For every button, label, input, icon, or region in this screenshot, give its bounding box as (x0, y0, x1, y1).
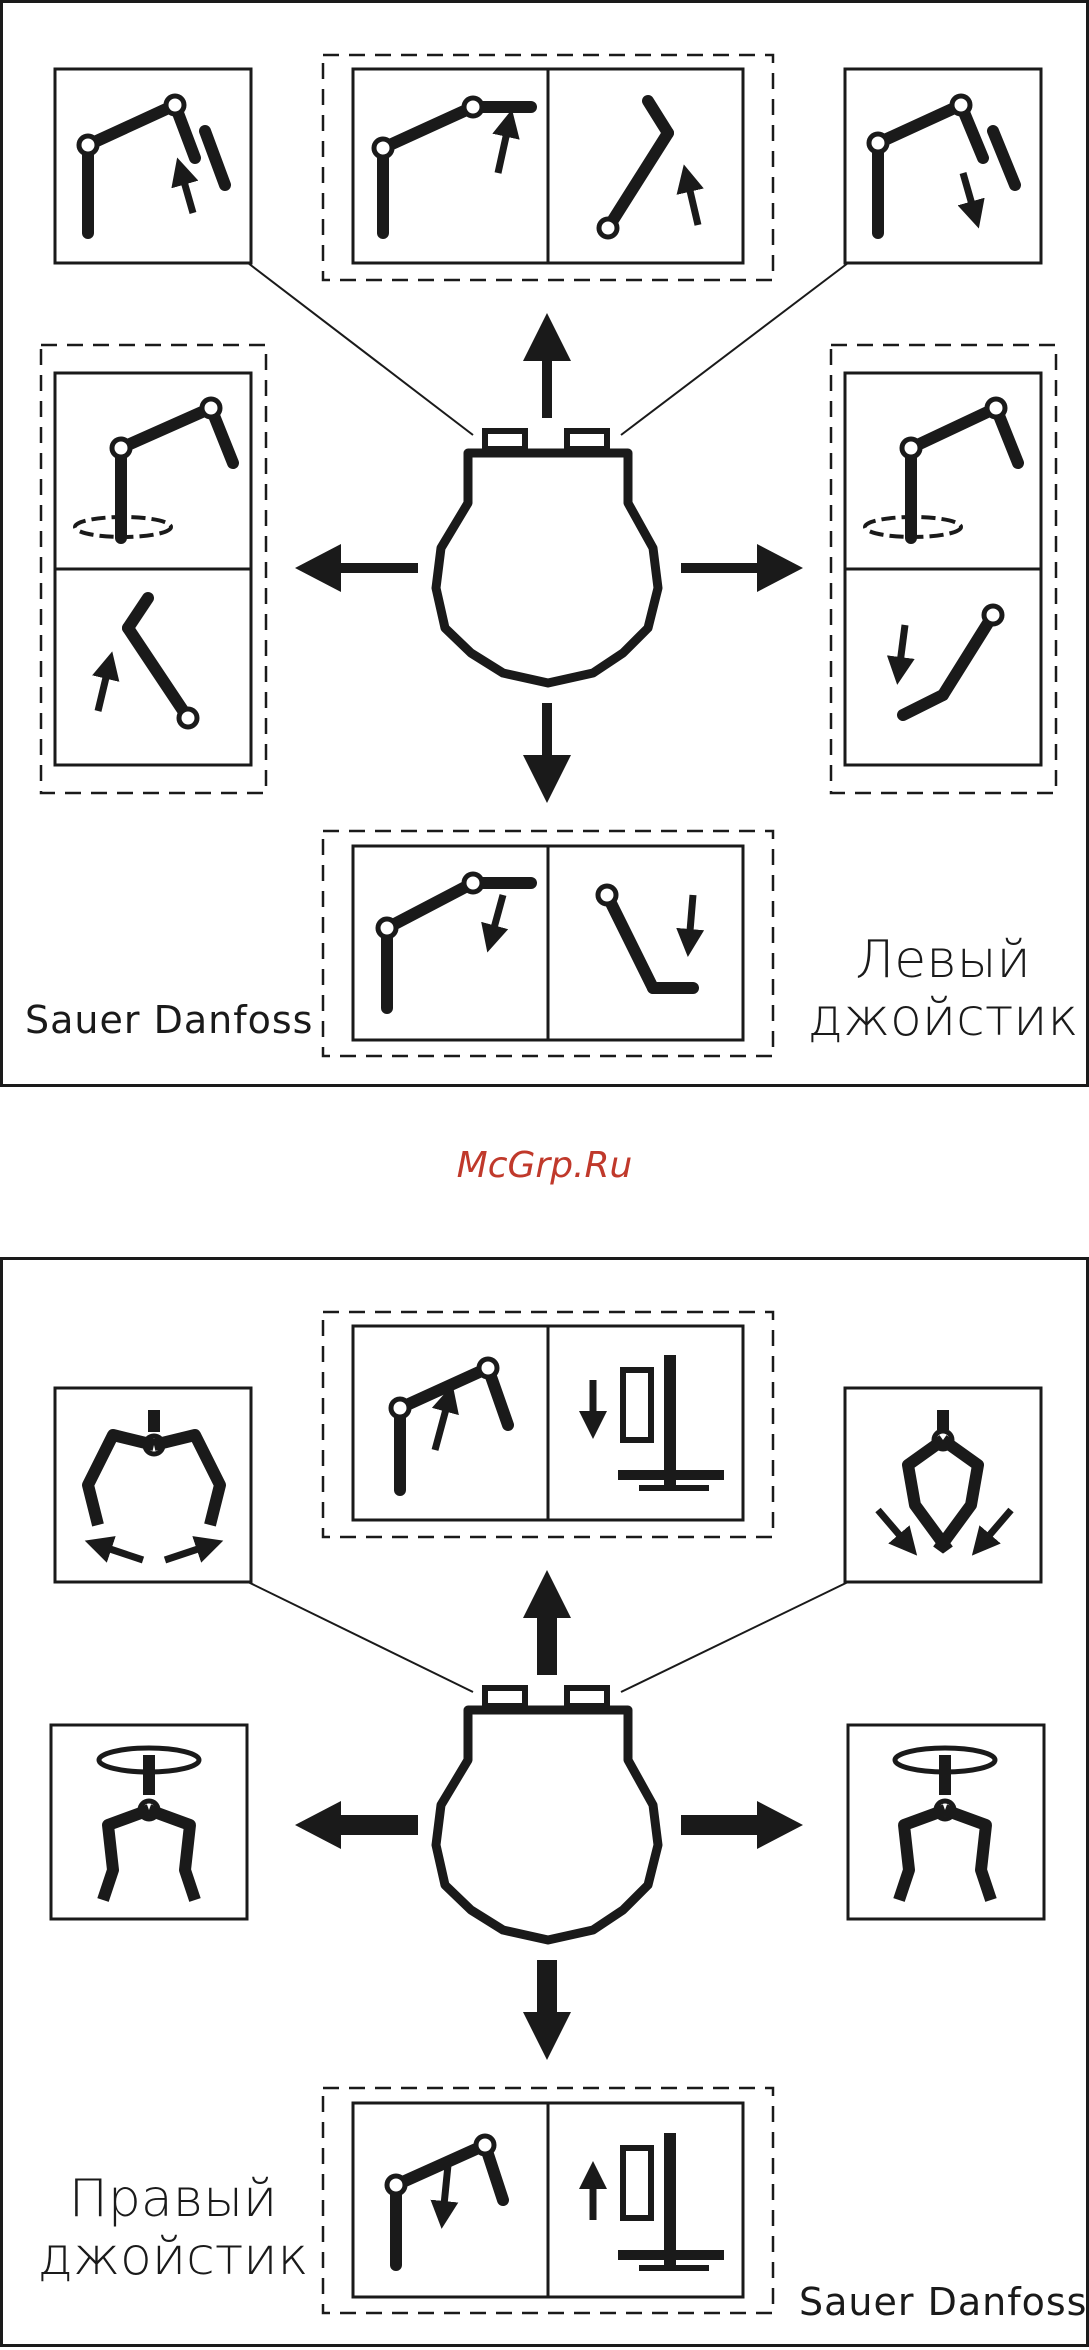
slew-left-group (41, 345, 266, 793)
slew-right-group (831, 345, 1056, 793)
grapple-close-icon (845, 1388, 1041, 1582)
rotator-left-icon (51, 1725, 247, 1919)
right-joystick-title-line2: джойстик (33, 2228, 313, 2286)
left-joystick-title-line1: Левый (793, 931, 1089, 989)
left-joystick-diagram (3, 3, 1089, 1090)
right-brand-label: Sauer Danfoss (799, 2280, 1087, 2324)
grapple-open-icon (55, 1388, 251, 1582)
right-joystick-panel: Правый джойстик Sauer Danfoss (0, 1257, 1089, 2347)
rotator-right-icon (848, 1725, 1044, 1919)
watermark: McGrp.Ru (0, 1145, 1089, 1186)
telescope-out-group (323, 2088, 773, 2313)
boom-down-group (323, 831, 773, 1056)
left-joystick-title: Левый джойстик (793, 931, 1089, 1047)
telescope-group (323, 1312, 773, 1537)
left-joystick-panel: Sauer Danfoss Левый джойстик (0, 0, 1089, 1087)
left-joystick-title-line2: джойстик (793, 989, 1089, 1047)
boom-lower-arm-icon (845, 69, 1041, 263)
boom-raise-group (323, 55, 773, 280)
joystick-icon (436, 1688, 658, 1940)
right-joystick-title: Правый джойстик (33, 2170, 313, 2286)
joystick-icon (436, 431, 658, 683)
boom-up-arm-icon (55, 69, 251, 263)
right-joystick-title-line1: Правый (33, 2170, 313, 2228)
left-brand-label: Sauer Danfoss (25, 998, 313, 1042)
